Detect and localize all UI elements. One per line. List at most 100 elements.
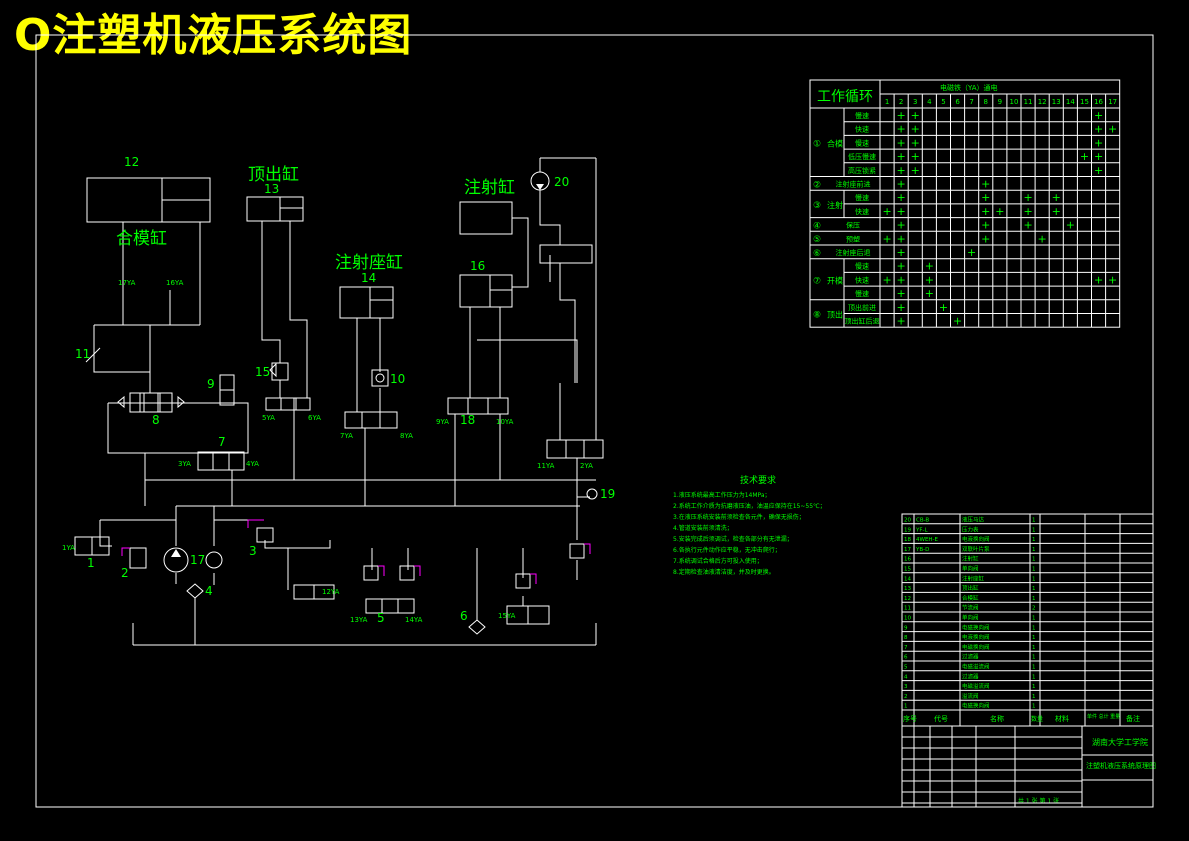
bom-qty: 1 [1032, 655, 1036, 661]
bom-qty: 1 [1032, 537, 1036, 543]
solenoid-13ya: 13YA [350, 616, 368, 624]
solenoid-8ya: 8YA [400, 432, 413, 440]
bom-name: 过滤器 [962, 672, 979, 680]
valve-18 [447, 397, 509, 415]
cycle-mark: + [1094, 136, 1103, 149]
solenoid-6ya: 6YA [308, 414, 321, 422]
valve-ejector [265, 397, 311, 411]
bom-code: CB-B [916, 518, 929, 524]
bom-qty: 1 [1032, 645, 1036, 651]
filters [186, 583, 486, 635]
pump-17 [163, 547, 223, 573]
bom-no: 16 [904, 557, 911, 563]
cycle-col-9: 9 [998, 98, 1002, 106]
ejector-cyl-label: 顶出缸 [248, 164, 299, 185]
solenoid-1ya: 1YA [62, 544, 75, 552]
cycle-step-no: ⑧ [813, 311, 821, 321]
bom-name: 溢流阀 [962, 692, 979, 700]
cycle-col-11: 11 [1024, 98, 1033, 106]
num-20: 20 [554, 175, 569, 189]
cycle-col-3: 3 [913, 98, 917, 106]
cycle-row-label: 快速 [855, 207, 869, 216]
throttle-valve-11 [85, 347, 101, 363]
num-4: 4 [205, 584, 213, 598]
cycle-mark: + [1052, 191, 1061, 204]
bom-qty: 1 [1032, 576, 1036, 582]
bom-no: 13 [904, 586, 911, 592]
cycle-mark: + [911, 109, 920, 122]
valve-1 [74, 536, 110, 556]
bom-name: 电磁换向阀 [962, 643, 990, 651]
cycle-step-no: ① [813, 139, 821, 149]
bom-no: 5 [904, 665, 908, 671]
cycle-step-name: 注射 [827, 200, 843, 210]
bom-qty: 1 [1032, 586, 1036, 592]
cycle-row-label: 保压 [846, 221, 860, 230]
cycle-step-name: 顶出 [827, 310, 843, 320]
bom-qty: 1 [1032, 527, 1036, 533]
num-2: 2 [121, 566, 129, 580]
cycle-mark: + [882, 273, 891, 286]
bom-name: 电液换向阀 [962, 535, 990, 543]
bom-no: 8 [904, 635, 908, 641]
cycle-step-no: ⑦ [813, 276, 821, 286]
bom-no: 12 [904, 596, 911, 602]
cycle-row-label: 顶出缸后退 [845, 317, 880, 326]
cycle-mark: + [1080, 150, 1089, 163]
cycle-row-label: 预塑 [846, 234, 860, 243]
cycle-header-left: 工作循环 [817, 89, 873, 105]
num-17: 17 [190, 553, 205, 567]
cycle-mark: + [1023, 205, 1032, 218]
bom-qty: 1 [1032, 616, 1036, 622]
valve-carriage [344, 411, 398, 429]
cycle-mark: + [981, 178, 990, 191]
bom-no: 15 [904, 567, 911, 573]
drawing-frame [35, 34, 1154, 808]
cycle-mark: + [897, 191, 906, 204]
cycle-col-17: 17 [1108, 98, 1117, 106]
cycle-col-10: 10 [1009, 98, 1018, 106]
bom-head-code: 代号 [934, 714, 948, 723]
bom-head-name: 名称 [990, 714, 1004, 723]
num-6: 6 [460, 609, 468, 623]
bom-qty: 1 [1032, 518, 1036, 524]
tech-req-item: 8.定期检查油液清洁度，并及时更换。 [673, 568, 775, 576]
cycle-header-right: 电磁铁（YA）通电 [940, 83, 998, 92]
cycle-step-no: ⑤ [813, 235, 821, 245]
cycle-col-15: 15 [1080, 98, 1089, 106]
motor-20 [530, 171, 550, 191]
valve-motor [546, 439, 604, 459]
bom-qty: 1 [1032, 635, 1036, 641]
cycle-mark: + [897, 260, 906, 273]
cycle-mark: + [897, 315, 906, 328]
tech-req-title: 技术要求 [740, 474, 776, 486]
solenoid-16ya: 16YA [166, 279, 184, 287]
valve-8 [117, 392, 185, 413]
cycle-col-6: 6 [955, 98, 960, 106]
technical-requirements: 技术要求 1.液压系统最高工作压力为14MPa；2.系统工作介质为抗磨液压油，油… [673, 474, 826, 576]
bom-qty: 2 [1032, 606, 1036, 612]
bom-qty: 1 [1032, 684, 1036, 690]
relief-valve-2 [121, 547, 147, 569]
valve-9 [219, 374, 235, 406]
tech-req-item: 1.液压系统最高工作压力为14MPa； [673, 491, 771, 499]
ejector-cyl-num: 13 [264, 182, 279, 196]
solenoid-17ya: 17YA [118, 279, 136, 287]
solenoid-labels: 1YA 2YA 3YA 4YA 5YA 6YA 7YA 8YA 9YA 10YA… [62, 279, 593, 624]
cycle-step-name: 合模 [827, 138, 843, 148]
num-8: 8 [152, 413, 160, 427]
cycle-mark: + [897, 232, 906, 245]
solenoid-11ya: 11YA [537, 462, 555, 470]
cycle-mark: + [1038, 232, 1047, 245]
cycle-mark: + [1094, 273, 1103, 286]
cycle-mark: + [967, 246, 976, 259]
cycle-mark: + [953, 315, 962, 328]
cycle-col-12: 12 [1038, 98, 1047, 106]
cycle-row-label: 注射座后退 [836, 248, 871, 257]
cycle-mark: + [981, 219, 990, 232]
carriage-cylinder: 注射座缸 14 [335, 252, 403, 319]
bom-qty: 1 [1032, 694, 1036, 700]
bom-no: 14 [904, 576, 911, 582]
cycle-mark: + [981, 191, 990, 204]
